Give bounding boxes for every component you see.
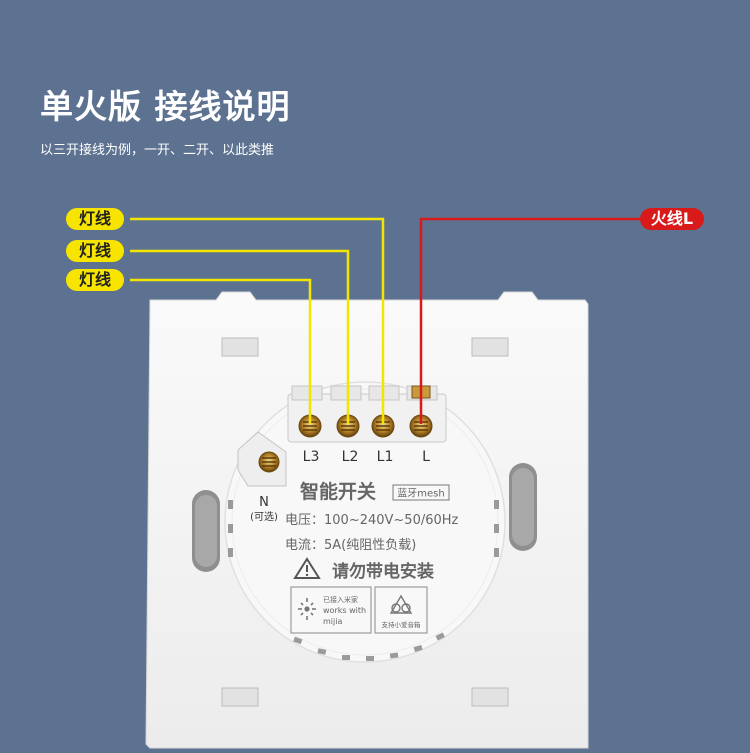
lamp-wire-label-1: 灯线 — [66, 208, 124, 230]
terminal-l2 — [336, 414, 360, 438]
mesh-badge-text: 蓝牙mesh — [397, 488, 444, 500]
warning-icon — [293, 557, 321, 579]
terminal-label-l3: L3 — [303, 449, 320, 465]
neutral-label: N — [259, 495, 269, 510]
live-wire-label: 火线L — [640, 208, 704, 230]
xiaoai-text: 支持小爱音箱 — [382, 620, 422, 629]
current-spec: 电流：5A(纯阻性负载) — [285, 538, 416, 553]
terminal-n — [237, 431, 287, 487]
warning-text: 请勿带电安装 — [332, 561, 434, 582]
xiaoai-badge: 支持小爱音箱 — [374, 586, 428, 634]
terminal-l1 — [371, 414, 395, 438]
lamp-wire-2 — [130, 249, 350, 424]
mijia-logo-icon — [298, 598, 316, 620]
lamp-wire-3 — [130, 278, 312, 424]
terminal-label-l1: L1 — [377, 449, 394, 465]
lamp-wire-label-3: 灯线 — [66, 269, 124, 291]
mijia-line-1: 已接入米家 — [323, 595, 358, 604]
live-wire — [419, 217, 640, 424]
page-title: 单火版 接线说明 — [40, 87, 291, 126]
voltage-spec: 电压：100~240V~50/60Hz — [285, 513, 459, 528]
neutral-optional-note: (可选) — [250, 510, 278, 523]
lamp-wire-1 — [130, 217, 385, 424]
mesh-badge: 蓝牙mesh — [392, 484, 450, 501]
product-name: 智能开关 — [300, 480, 376, 503]
xiaoai-logo-icon — [389, 594, 413, 614]
terminal-label-l: L — [422, 449, 430, 465]
lamp-wires — [130, 217, 385, 424]
lamp-wire-label-2: 灯线 — [66, 240, 124, 262]
mijia-line-2: works with — [323, 606, 366, 615]
terminal-label-l2: L2 — [342, 449, 359, 465]
page-subtitle: 以三开接线为例，一开、二开、以此类推 — [40, 143, 275, 158]
mijia-badge: 已接入米家 works with mijia — [290, 586, 372, 634]
switch-module — [224, 381, 506, 663]
terminal-block — [237, 385, 447, 487]
mijia-line-3: mijia — [323, 617, 342, 626]
